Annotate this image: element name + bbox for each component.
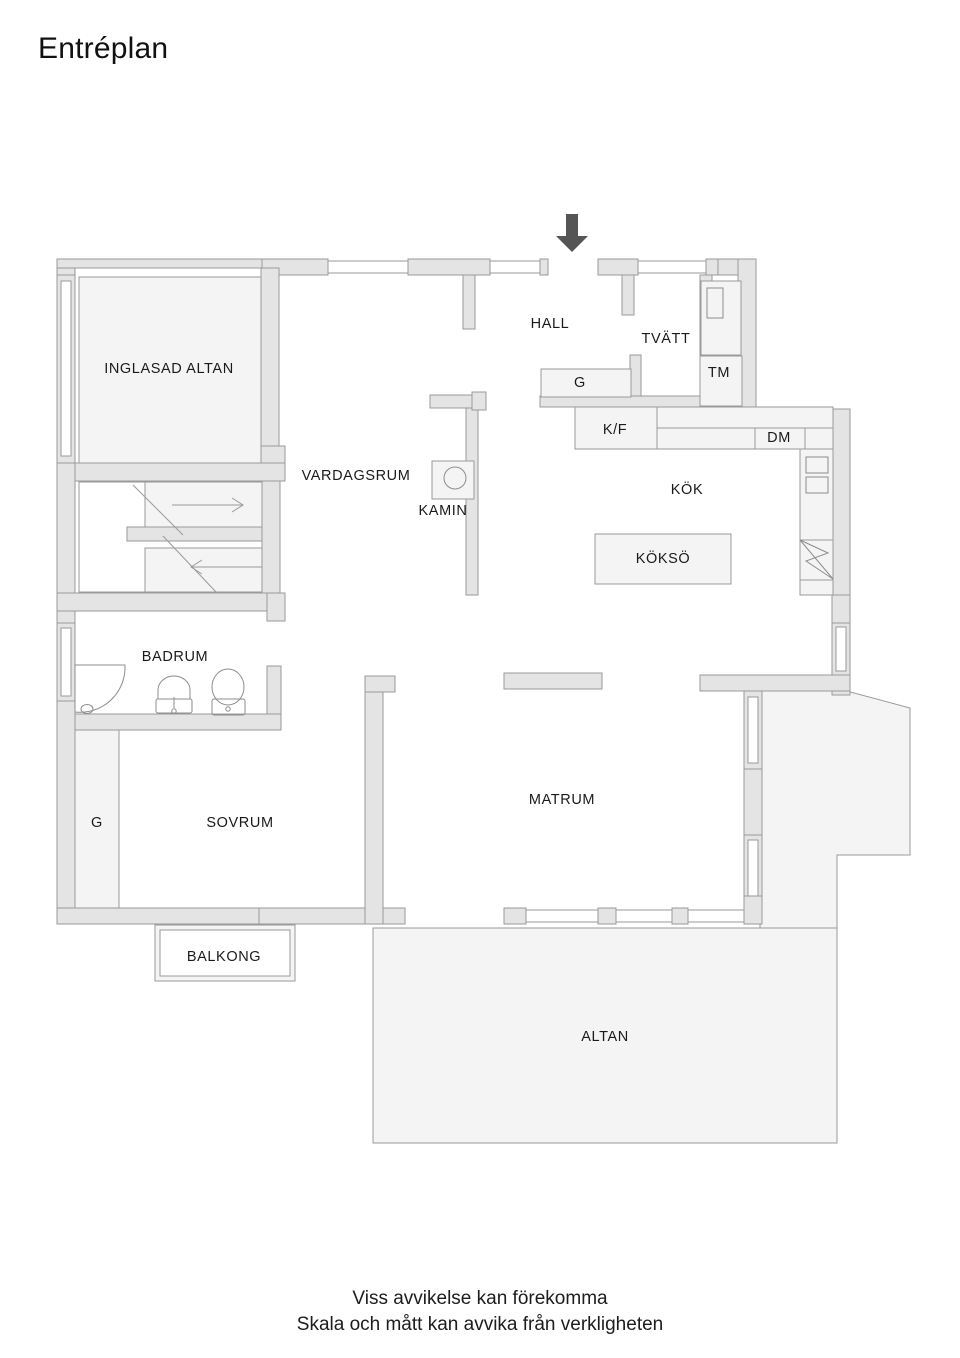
room-label-tvatt: TVÄTT [641, 331, 691, 347]
room-label-tm: TM [707, 365, 731, 381]
bathroom-fixtures [74, 664, 246, 716]
cooktop-burners [805, 456, 829, 494]
room-label-matrum: MATRUM [528, 792, 596, 808]
room-label-altan: ALTAN [581, 1029, 629, 1045]
stove-zigzag-symbol [799, 539, 834, 581]
room-label-kamin: KAMIN [418, 503, 468, 519]
builtin-units [74, 280, 834, 909]
disclaimer-note: Viss avvikelse kan förekomma Skala och m… [0, 1286, 960, 1338]
shower-corner [74, 664, 126, 714]
balkong-area [154, 924, 296, 982]
room-label-garderob-hall: G [574, 375, 586, 391]
room-label-sovrum: SOVRUM [206, 815, 274, 831]
staircase-up-arrow [172, 497, 244, 513]
wood-stove-kamin [431, 460, 475, 500]
inglasad-altan-area [78, 276, 262, 464]
room-label-kok: KÖK [670, 482, 704, 498]
room-label-diskmaskin: DM [767, 430, 791, 446]
room-label-kokso: KÖKSÖ [635, 551, 691, 567]
disclaimer-line-2: Skala och mått kan avvika från verklighe… [296, 1314, 664, 1335]
interior-walls [56, 267, 743, 925]
toilet [211, 668, 246, 716]
page-title: Entréplan [38, 32, 169, 65]
room-label-balkong: BALKONG [186, 949, 262, 965]
staircase-area [78, 481, 280, 593]
room-label-garderob-sovrum: G [91, 815, 103, 831]
right-terrace-area [759, 689, 911, 929]
room-label-vardagsrum: VARDAGSRUM [301, 468, 411, 484]
disclaimer-line-1: Viss avvikelse kan förekomma [352, 1288, 608, 1309]
entrance-arrow [556, 214, 588, 252]
room-label-inglasad-altan: INGLASAD ALTAN [104, 361, 234, 377]
room-label-hall: HALL [530, 316, 570, 332]
bathroom-sink [155, 675, 193, 714]
room-label-badrum: BADRUM [141, 649, 209, 665]
staircase-down-arrow [190, 559, 262, 575]
altan-deck-area [372, 927, 838, 1144]
room-label-kyl-frys: K/F [602, 422, 628, 438]
